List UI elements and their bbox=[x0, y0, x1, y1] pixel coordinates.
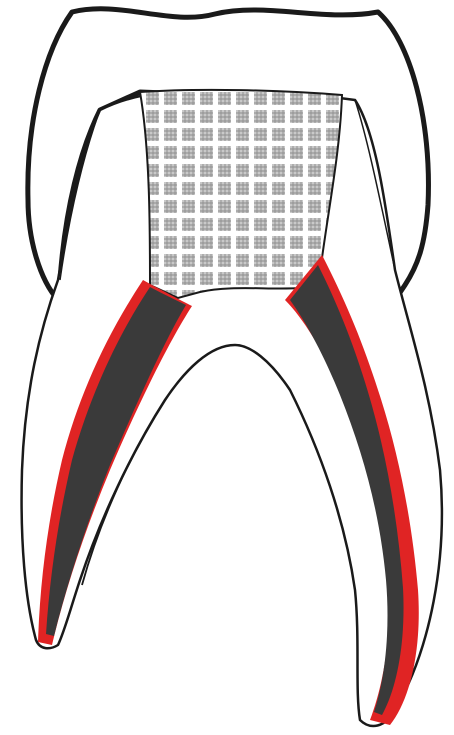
pulp-chamber-filling bbox=[140, 90, 342, 298]
